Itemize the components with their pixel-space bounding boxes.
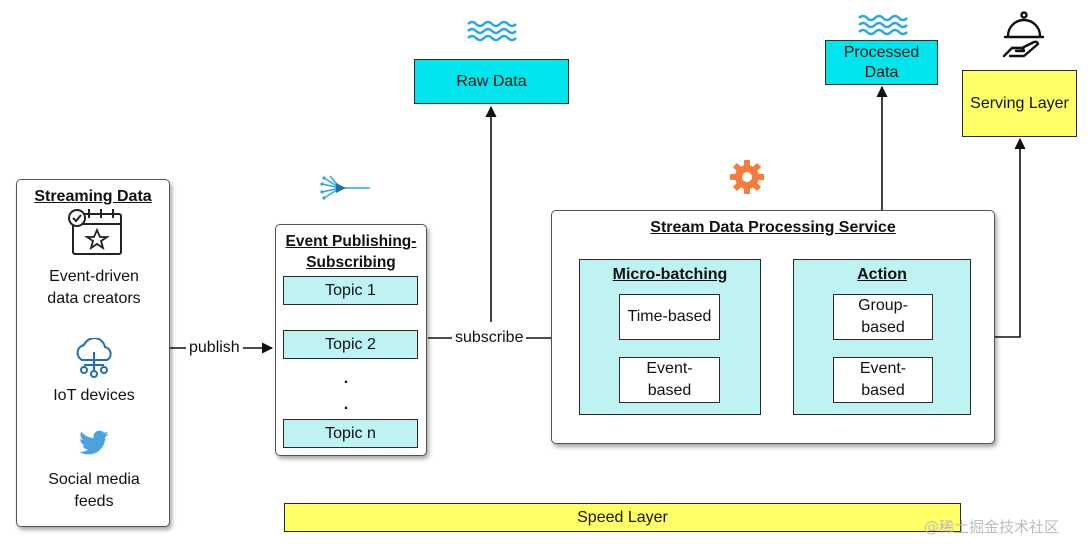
action-title: Action [857,266,907,283]
calendar-star-icon [68,209,122,255]
ellipsis-dot-2: . [343,396,349,413]
micro-batching-title: Micro-batching [612,266,728,283]
serving-layer-box: Serving Layer [962,70,1077,137]
subscribe-label: subscribe [452,328,527,348]
topic-2-box: Topic 2 [283,330,418,359]
water-waves-icon [467,20,517,42]
serving-cloche-icon [1002,11,1045,58]
fiber-optic-icon [320,175,370,200]
source-label-event-driven: Event-driven data creators [47,268,141,307]
cloud-network-icon [76,338,112,378]
streaming-data-panel: Streaming Data Event-driven data creator… [16,179,170,527]
event-based-action-box: Event- based [833,357,933,403]
group-based-box: Group- based [833,294,933,340]
source-label-iot: IoT devices [53,387,135,404]
raw-data-box: Raw Data [414,59,569,104]
source-label-social-media: Social media feeds [48,471,140,510]
publish-label: publish [186,338,243,358]
topic-n-box: Topic n [283,419,418,448]
speed-layer-bar: Speed Layer [284,503,961,532]
gear-icon [730,160,764,194]
topic-1-box: Topic 1 [283,276,418,305]
water-waves-icon [858,14,908,36]
event-publishing-title: Event Publishing- Subscribing [285,233,417,271]
processed-data-box: Processed Data [825,40,938,85]
twitter-bird-icon [79,430,109,455]
watermark: @稀土掘金技术社区 [924,518,1060,536]
streaming-data-title: Streaming Data [34,188,152,205]
time-based-box: Time-based [619,294,720,340]
ellipsis-dot-1: . [343,370,349,387]
event-based-batch-box: Event- based [619,357,720,403]
stream-processing-title: Stream Data Processing Service [650,219,896,236]
